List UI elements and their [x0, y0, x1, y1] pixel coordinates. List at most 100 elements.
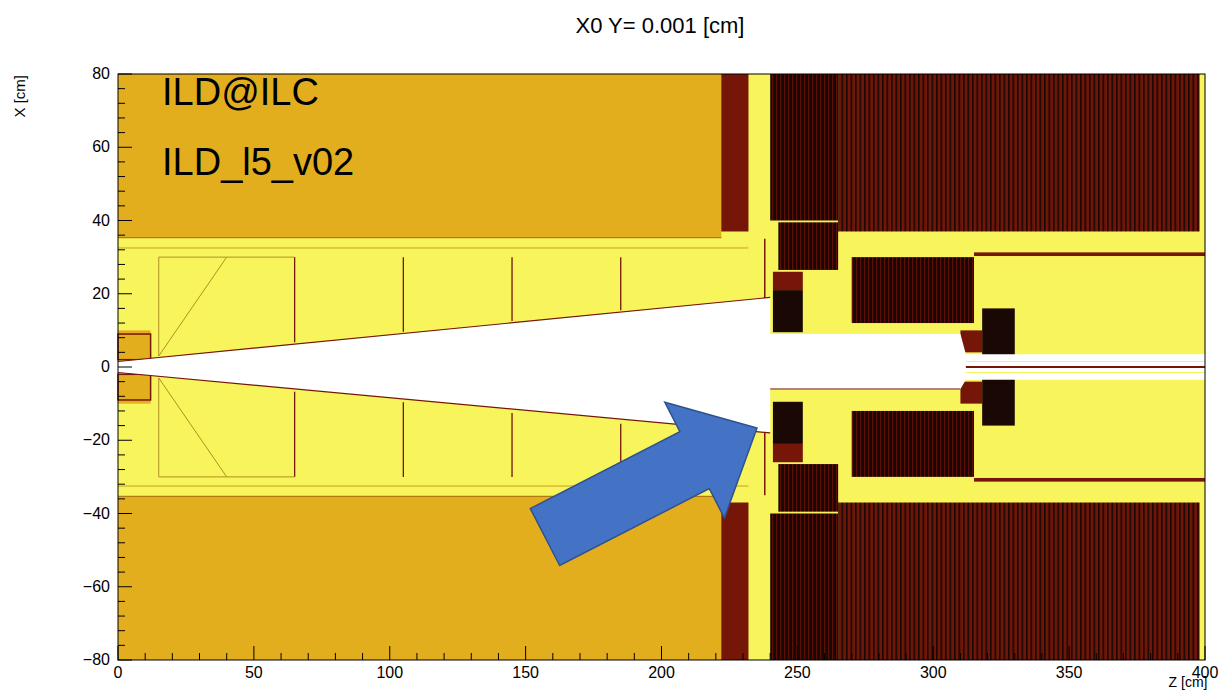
support-cone	[159, 378, 227, 477]
x-tick	[851, 653, 852, 660]
x-tick	[1096, 653, 1097, 660]
y-tick	[118, 586, 132, 587]
x-tick	[933, 646, 934, 660]
y-tick	[118, 74, 132, 75]
ftd-disk	[294, 392, 295, 477]
endcap-ring	[721, 503, 748, 660]
tick-label: 200	[648, 664, 675, 682]
vertex-detector	[118, 330, 151, 359]
y-tick	[118, 557, 125, 558]
y-tick	[118, 191, 125, 192]
x-tick	[226, 653, 227, 660]
vertex-detector	[118, 374, 151, 403]
y-tick	[118, 220, 132, 221]
y-tick	[118, 293, 132, 294]
y-tick	[118, 381, 125, 382]
beam-pipe	[118, 297, 1205, 433]
endcap-ring	[721, 74, 748, 231]
y-tick	[118, 205, 125, 206]
detector-label: ILD_l5_v02	[162, 142, 354, 184]
y-tick	[118, 161, 125, 162]
y-tick	[118, 352, 125, 353]
ftd-disk	[620, 257, 621, 310]
x-tick	[661, 646, 662, 660]
ftd-disk	[511, 257, 512, 321]
yoke-endcap	[838, 503, 1199, 660]
beam-pipe-wall	[118, 297, 770, 361]
tick-label: 300	[920, 664, 947, 682]
y-tick	[118, 323, 125, 324]
y-tick	[118, 367, 132, 368]
y-tick	[118, 630, 125, 631]
beam-line	[966, 361, 1205, 362]
x-tick	[199, 653, 200, 660]
tick-label: 60	[92, 138, 110, 156]
pointer-arrow	[530, 402, 757, 565]
y-tick	[118, 132, 125, 133]
y-tick	[118, 308, 125, 309]
y-tick	[118, 454, 125, 455]
forward-calorimeter	[778, 464, 838, 512]
plot-title: X0 Y= 0.001 [cm]	[576, 14, 745, 38]
y-tick	[118, 542, 125, 543]
x-tick	[743, 653, 744, 660]
air-region	[118, 74, 1205, 660]
beam-calorimeter	[852, 411, 974, 477]
y-tick	[118, 572, 125, 573]
y-tick	[118, 264, 125, 265]
beam-calorimeter	[852, 257, 974, 323]
y-tick	[118, 425, 125, 426]
y-tick	[118, 513, 132, 514]
y-tick	[118, 498, 125, 499]
tick-label: 150	[512, 664, 539, 682]
x-tick	[172, 653, 173, 660]
x-tick	[878, 653, 879, 660]
axis-title: X [cm]	[12, 75, 29, 118]
tick-label: 40	[92, 212, 110, 230]
y-tick	[118, 601, 125, 602]
y-tick	[118, 249, 125, 250]
y-tick	[118, 279, 125, 280]
tick-label: 50	[245, 664, 263, 682]
x-tick	[960, 653, 961, 660]
forward-ring	[773, 444, 803, 462]
vertex-outline	[118, 334, 151, 360]
tick-label: −80	[83, 651, 110, 669]
tick-label: 350	[1056, 664, 1083, 682]
x-tick	[987, 653, 988, 660]
beam-pipe-wall	[770, 388, 960, 389]
detector-label: ILD@ILC	[162, 72, 319, 114]
tick-label: 250	[784, 664, 811, 682]
x-tick	[118, 646, 119, 660]
beam-line	[966, 366, 1205, 368]
tick-label: −20	[83, 431, 110, 449]
support-tube	[974, 252, 1205, 256]
ftd-disk	[403, 257, 404, 332]
x-tick	[1123, 653, 1124, 660]
x-tick	[770, 653, 771, 660]
y-tick	[118, 337, 125, 338]
yoke-endcap	[838, 74, 1199, 231]
x-tick	[797, 646, 798, 660]
x-tick	[308, 653, 309, 660]
forward-block	[773, 402, 803, 444]
vertex-outline	[118, 374, 151, 400]
y-tick	[118, 88, 125, 89]
support-cone	[158, 378, 159, 477]
forward-ring	[773, 272, 803, 290]
x-tick	[906, 653, 907, 660]
mask-block	[982, 374, 1015, 425]
y-tick	[118, 528, 125, 529]
x-tick	[688, 653, 689, 660]
x-tick	[525, 646, 526, 660]
x-tick	[1041, 653, 1042, 660]
x-tick	[1177, 653, 1178, 660]
tick-label: −40	[83, 505, 110, 523]
tick-label: 100	[376, 664, 403, 682]
y-tick	[118, 440, 132, 441]
support-cone	[159, 257, 227, 356]
x-tick	[634, 653, 635, 660]
tick-label: −60	[83, 578, 110, 596]
x-tick	[824, 653, 825, 660]
